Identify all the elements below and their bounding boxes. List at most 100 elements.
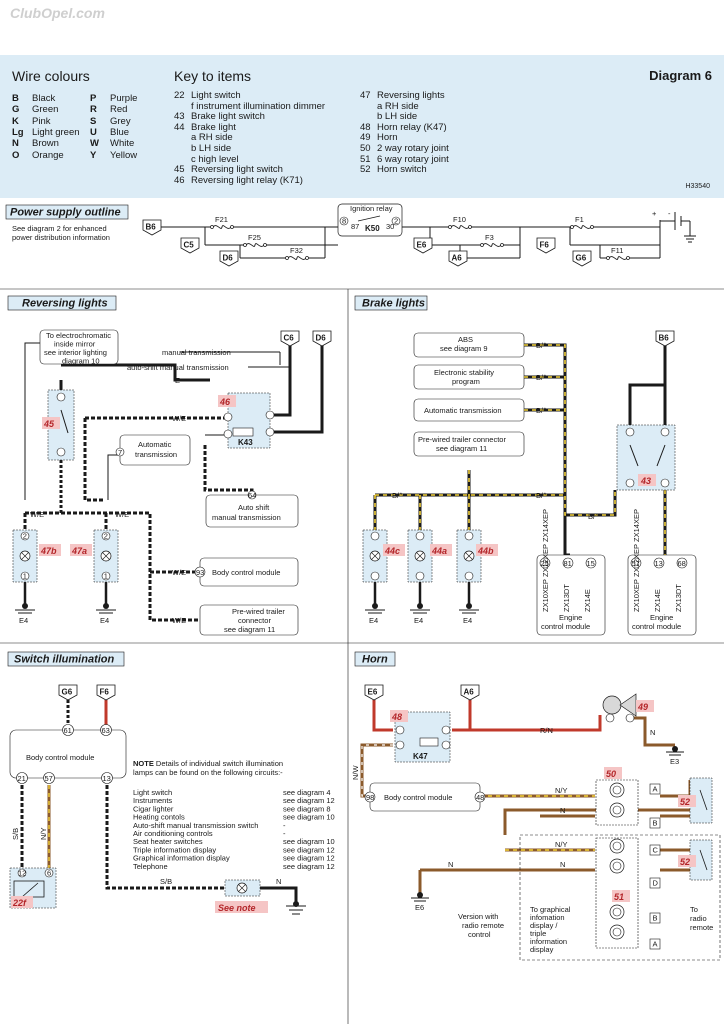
pin-48: 48 [476, 793, 484, 802]
pin-93: 93 [196, 568, 204, 577]
display-note-line: display / [530, 921, 558, 930]
key-item-text: c high level [191, 153, 239, 165]
rev-trailer-2: connector [238, 616, 271, 625]
item-52-label-1: 52 [680, 797, 690, 807]
illum-bcm-label: Body control module [26, 753, 94, 762]
item-46-label: 46 [219, 397, 231, 407]
wire-colour-code: N [12, 138, 19, 150]
ground-label: E6 [415, 903, 424, 912]
wire-sb-vertical: S/B [11, 828, 20, 840]
ecm-engine: ZX10XEP ZX12XEP ZX14XEP [541, 509, 550, 612]
key-item-number: 43 [174, 111, 185, 123]
connector-label: A6 [452, 254, 463, 263]
wire-colour-name: Red [110, 104, 128, 116]
key-item-text: Horn relay (K47) [377, 121, 447, 133]
ecm-line: Engine [650, 613, 673, 622]
version-line2: radio remote [462, 921, 504, 930]
connector-tag: A6 [460, 684, 480, 701]
brake-wire-labels: B/^B/^B/^B/^B/^B/^ [392, 341, 599, 521]
horn-section: Horn [351, 651, 721, 961]
connector-label: G6 [62, 688, 73, 697]
wire-colour-name: Green [32, 104, 59, 116]
wire-colour-name: Grey [110, 115, 131, 127]
connector-label: C5 [184, 241, 195, 250]
relay-k47-label: K47 [413, 752, 428, 761]
connector-tag: F6 [536, 237, 556, 254]
lamp-item-label: 44c [384, 546, 400, 556]
fuse: F32 [285, 246, 309, 261]
key-item-number: 48 [360, 121, 371, 133]
circuit-ref: see diagram 12 [283, 862, 335, 871]
wire-colour-code: S [90, 115, 97, 127]
ignition-pin-30: 30 [386, 222, 394, 231]
circuit-name: Air conditioning controls [133, 829, 213, 838]
lamp-item-label: 47a [71, 546, 87, 556]
wire-colour-code: B [12, 93, 19, 104]
fuse: F1 [570, 215, 594, 230]
radio-note-line: remote [690, 923, 713, 932]
note-text-2: lamps can be found on the following circ… [133, 768, 283, 777]
connector-tag: F6 [96, 684, 116, 701]
note-text-1: Details of individual switch illuminatio… [154, 759, 283, 768]
key-item-number: 51 [360, 153, 371, 165]
wire-colour-code: P [90, 93, 97, 104]
item-43-label: 43 [640, 476, 651, 486]
circuit-name: Cigar lighter [133, 804, 174, 813]
esp-line1: Electronic stability [434, 368, 494, 377]
lamp: E4 47a [70, 529, 119, 625]
rev-trailer-3: see diagram 11 [224, 625, 275, 634]
connector-label: E6 [417, 241, 427, 250]
key-item-text: b LH side [191, 143, 232, 154]
watermark-logo: ClubOpel.com [10, 5, 105, 21]
ecm-pin: 15 [587, 559, 595, 568]
power-note-2: power distribution information [12, 233, 110, 242]
wire-colour-name: Pink [32, 115, 51, 127]
label-manual-transmission: manual transmission [162, 348, 231, 357]
wire-colour-name: Blue [110, 126, 130, 138]
wire-we-5: W/E [172, 616, 186, 625]
connector-label: D6 [316, 334, 327, 343]
brake-auto-label: Automatic transmission [424, 406, 502, 415]
diagram-title: Diagram 6 [649, 68, 712, 83]
circuit-ref: see diagram 12 [283, 796, 335, 805]
wire-colour-code: W [90, 138, 99, 150]
circuit-name: Graphical information display [133, 854, 230, 863]
switch-illum-title: Switch illumination [14, 654, 115, 666]
wire-we-1: W/E [30, 510, 44, 519]
wire-e: E [175, 376, 180, 385]
wire-colour-code: Lg [12, 126, 24, 138]
ecm-line: control module [632, 622, 681, 631]
fuse: F11 [606, 246, 630, 261]
ignition-pin-2: 2 [394, 217, 398, 226]
connector-label: A6 [464, 688, 475, 697]
fuse-label: F3 [485, 233, 494, 242]
key-item-text: Light switch [191, 90, 241, 101]
ecm-pin: 81 [564, 559, 572, 568]
wire-colour-code: K [12, 115, 19, 127]
connector-tag: C6 [280, 330, 300, 347]
header-panel: Wire colours Key to items Diagram 6 H335… [0, 55, 724, 198]
reversing-lights-section: Reversing lights [7, 295, 332, 636]
mirror-note-line: To electrochromatic [46, 331, 111, 340]
horn-connectors: E6 A6 [364, 684, 480, 701]
version-line3: control [468, 930, 491, 939]
pin-64: 64 [248, 491, 256, 500]
ground-label: E4 [100, 616, 109, 625]
terminal-label: B [653, 819, 658, 828]
item-48-label: 48 [391, 712, 402, 722]
key-item-text: b LH side [377, 111, 418, 123]
wire-colour-code: U [90, 126, 97, 138]
connector-label: G6 [576, 254, 587, 263]
switch-illumination-section: Switch illumination Body control module … [7, 651, 335, 915]
connector-label: E6 [368, 688, 378, 697]
wire-ny-horn-1: N/Y [555, 786, 568, 795]
connector-label: F6 [540, 241, 550, 250]
key-item-number: 46 [174, 174, 185, 186]
circuit-ref: see diagram 10 [283, 837, 335, 846]
